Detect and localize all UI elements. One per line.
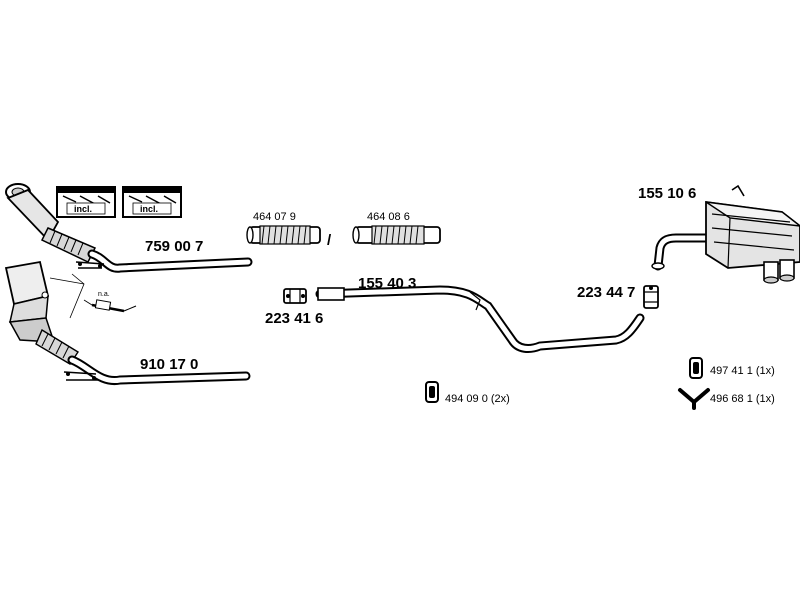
included-kit-box-1: incl. (56, 186, 116, 218)
rubber-mount-icon (689, 357, 703, 379)
rubber-mount-icon (425, 381, 439, 403)
middle-pipe (315, 285, 645, 353)
part-number-223416: 223 41 6 (265, 310, 323, 327)
clamp-223416 (283, 288, 307, 304)
accessory-label-497411: 497 41 1 (1x) (710, 365, 775, 377)
front-pipe-upper (5, 183, 253, 273)
y-hanger-icon (678, 388, 710, 410)
rear-silencer (651, 184, 800, 284)
included-kit-box-2: incl. (122, 186, 182, 218)
flex-pipe-464079 (246, 225, 321, 245)
incl-label: incl. (74, 204, 92, 214)
part-number-155403: 155 40 3 (358, 275, 416, 292)
part-number-759007: 759 00 7 (145, 238, 203, 255)
flex-pipe-464086 (352, 225, 441, 245)
not-available-note: n.a. (98, 291, 110, 298)
alternative-separator: / (327, 232, 332, 249)
accessory-label-494090: 494 09 0 (2x) (445, 393, 510, 405)
incl-label: incl. (140, 204, 158, 214)
sensor-leader-lines (49, 273, 93, 319)
part-number-223447: 223 44 7 (577, 284, 635, 301)
part-number-464086: 464 08 6 (367, 211, 410, 223)
sensor-icon (91, 299, 137, 313)
part-number-464079: 464 07 9 (253, 211, 296, 223)
accessory-label-496681: 496 68 1 (1x) (710, 393, 775, 405)
part-number-910170: 910 17 0 (140, 356, 198, 373)
part-number-155106: 155 10 6 (638, 185, 696, 202)
clamp-223447 (643, 285, 659, 309)
front-pipe-lower (4, 260, 251, 386)
